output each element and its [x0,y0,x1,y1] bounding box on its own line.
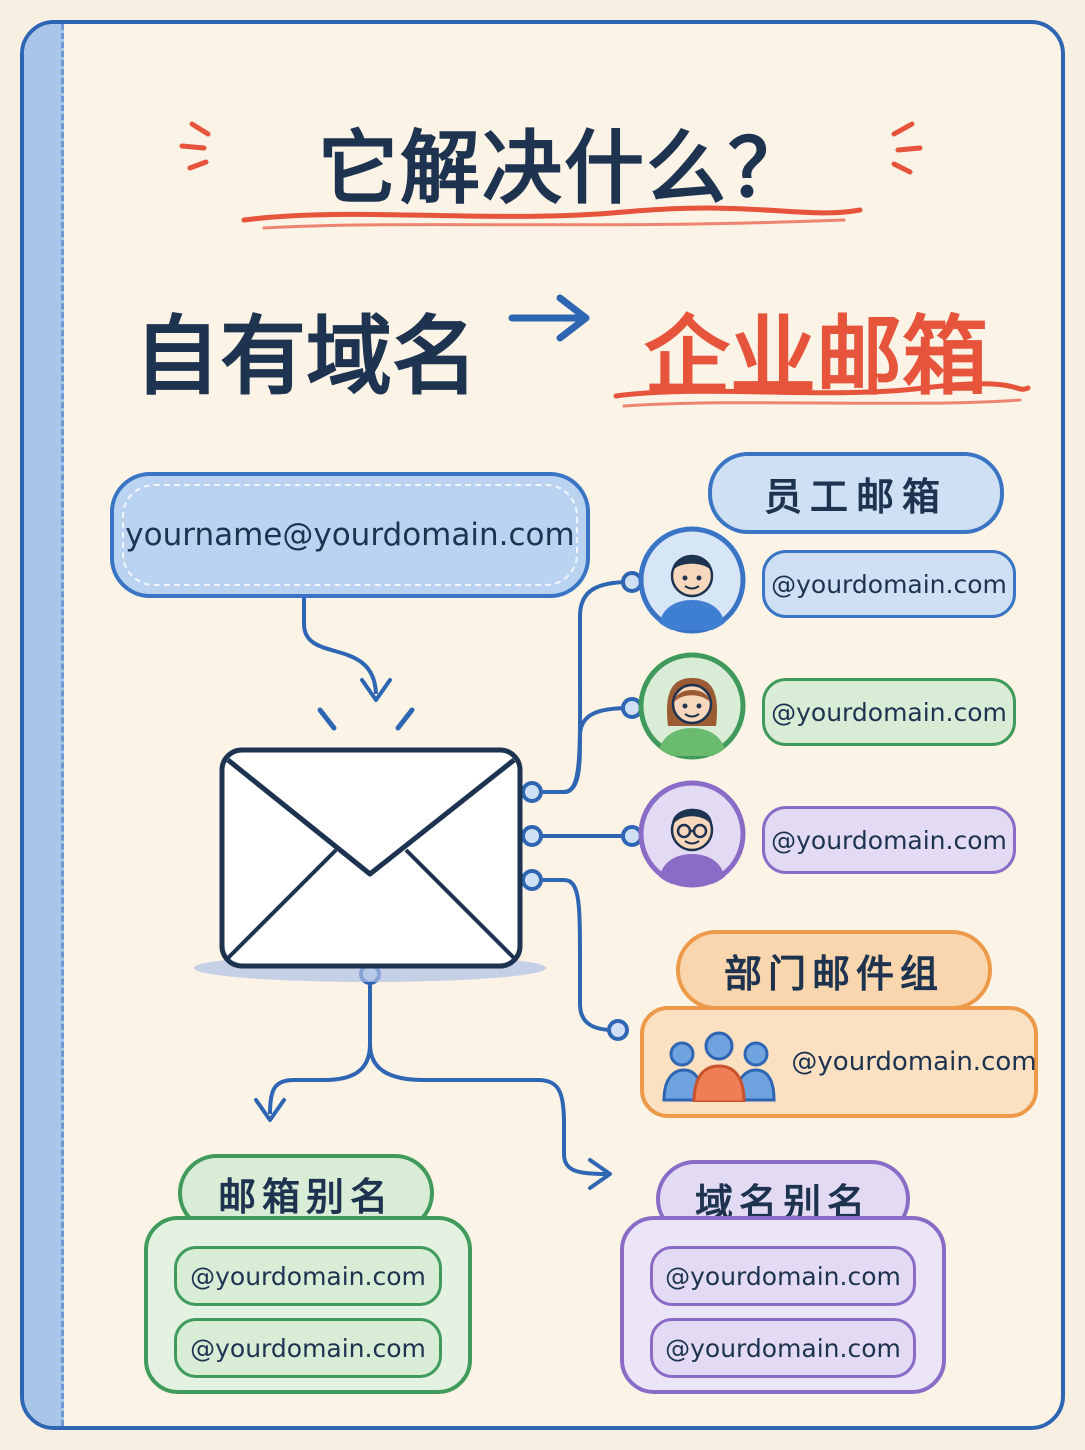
domain-alias-box: @yourdomain.com @yourdomain.com [620,1216,946,1394]
person-man-icon [638,526,746,634]
title-underline [241,205,863,223]
infographic-board: 它解决什么？ 自有域名 企业邮箱 yourname@yourdomain.com… [20,20,1065,1430]
department-address: @yourdomain.com [791,1047,1037,1077]
page-title: 它解决什么？ [318,122,810,215]
notebook-spine [24,24,64,1426]
domain-alias-address-1: @yourdomain.com [650,1246,916,1306]
title-sparks-right [891,121,923,175]
arrow-right-icon [508,294,590,342]
mailbox-alias-address-1: @yourdomain.com [174,1246,442,1306]
subtitle-own-domain: 自有域名 [134,307,478,407]
group-icon [662,1031,776,1102]
department-group-box: @yourdomain.com [640,1006,1038,1118]
connector-lines [179,121,1031,1190]
source-address-pill: yourname@yourdomain.com [110,472,590,598]
mailbox-alias-box: @yourdomain.com @yourdomain.com [144,1216,472,1394]
title-sparks-left [179,121,211,171]
mailbox-alias-address-2: @yourdomain.com [174,1318,442,1378]
envelope-icon [194,747,546,982]
person-glasses-icon [638,780,746,888]
domain-alias-address-2: @yourdomain.com [650,1318,916,1378]
employee-address-2: @yourdomain.com [762,678,1016,746]
source-address: yourname@yourdomain.com [125,517,575,553]
person-woman-icon [638,652,746,760]
employee-address-3: @yourdomain.com [762,806,1016,874]
employee-address-1: @yourdomain.com [762,550,1016,618]
subtitle-underline [613,381,1031,399]
subtitle-enterprise-mail: 企业邮箱 [644,307,988,407]
department-group-label: 部门邮件组 [676,930,992,1010]
employee-mailbox-label: 员工邮箱 [708,452,1004,534]
